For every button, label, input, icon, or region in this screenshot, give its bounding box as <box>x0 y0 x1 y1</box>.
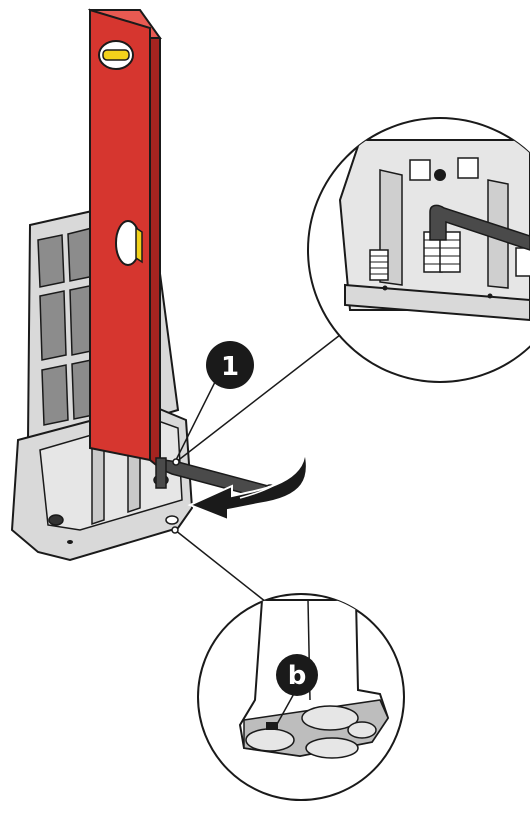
leader-line-detail-bottom <box>174 529 267 603</box>
step-badge: 1 <box>206 341 254 389</box>
leader-line-detail-top <box>175 334 341 463</box>
leader-line-step <box>175 377 218 461</box>
foot-disc-2 <box>301 705 359 731</box>
detail-letter: b <box>288 661 307 691</box>
foot-disc-3 <box>305 737 359 759</box>
step-number: 1 <box>221 352 239 382</box>
detail-circle-bottom: b <box>197 593 405 801</box>
foot-disc-1 <box>245 728 295 752</box>
curved-arrow-icon <box>187 435 308 522</box>
detail-hex-key <box>429 204 530 252</box>
detail-badge: b <box>276 654 318 696</box>
detail-circle-top <box>307 117 530 383</box>
threaded-stud-left <box>369 249 389 281</box>
threaded-stud-right <box>515 247 530 277</box>
spirit-level-icon <box>88 8 162 471</box>
threaded-stud-mid <box>423 231 461 273</box>
leveling-foot-left <box>48 514 64 526</box>
foot-disc-4 <box>347 721 377 739</box>
